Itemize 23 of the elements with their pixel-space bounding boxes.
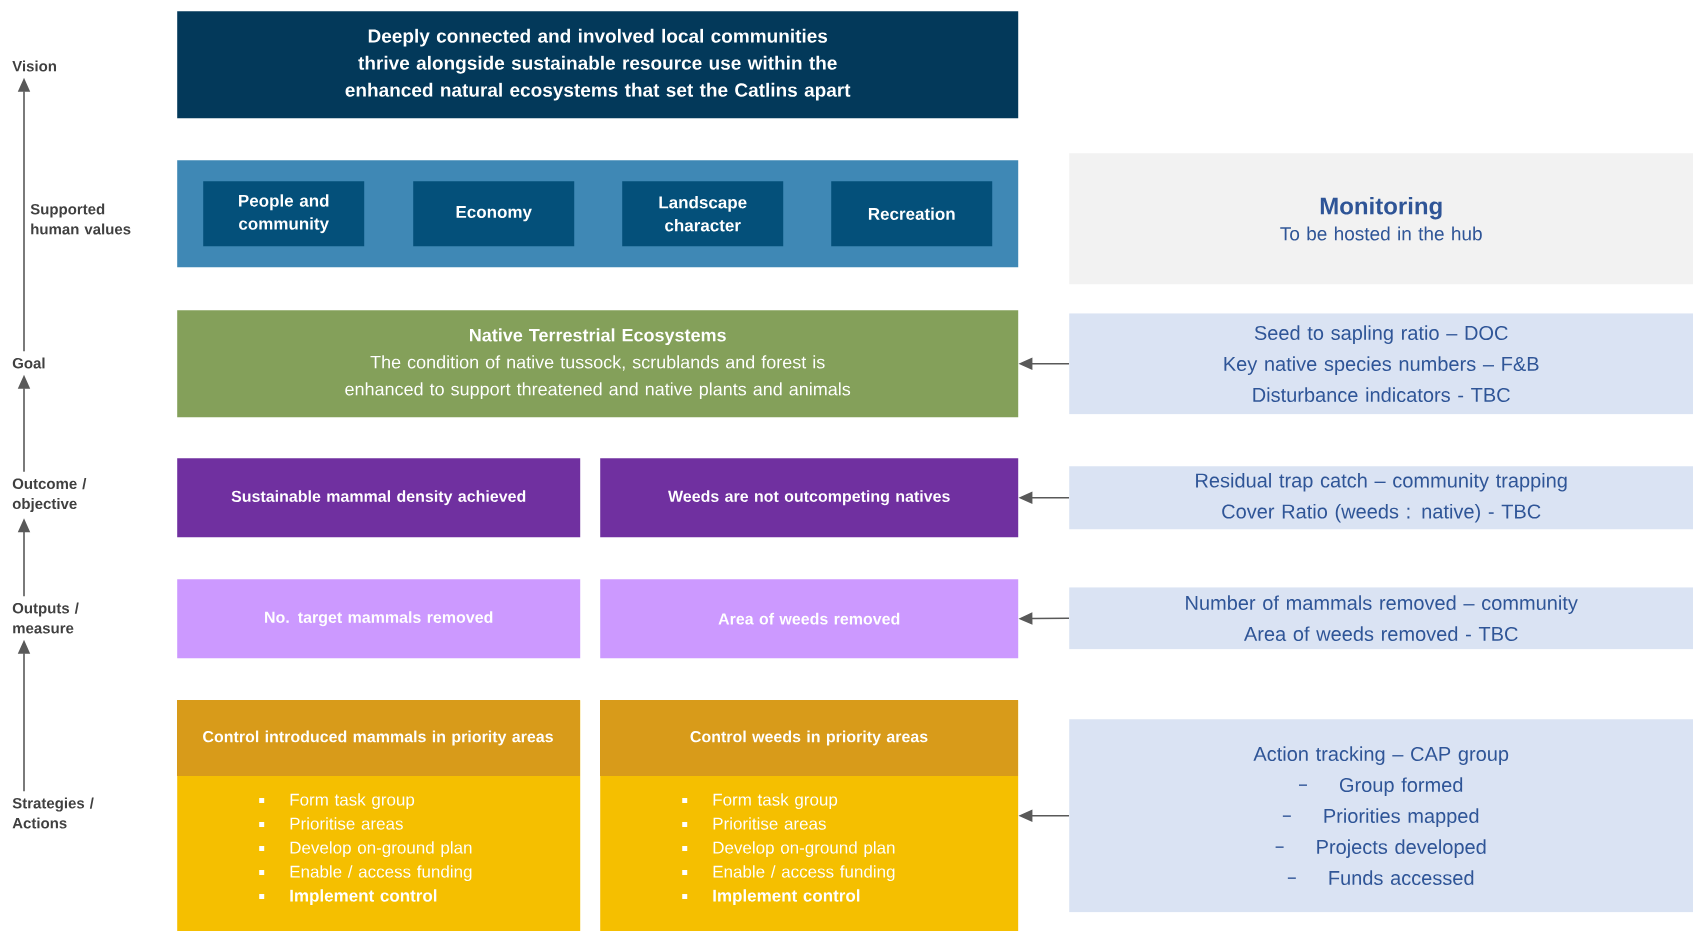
indicator-box: Number of mammals removed – community Area of weeds removed - TBC [1069, 587, 1693, 650]
outcome-box: Weeds are not outcompeting natives [600, 458, 1019, 538]
strategy-card: Control introduced mammals in priority areas Form task group Prioritise areas Develop on-ground plan Enable / access funding Implement control [177, 700, 581, 931]
level-label: Supported human values [30, 203, 131, 235]
level-label: Goal [12, 357, 45, 369]
output-box: No. target mammals removed [177, 579, 581, 659]
value-box: Landscape character [622, 181, 784, 247]
outcome-box: Sustainable mammal density achieved [177, 458, 581, 538]
value-box: Recreation [831, 181, 993, 247]
goal-box: Native Terrestrial Ecosystems The condition of native tussock, scrublands and forest is enhanced to support threatened and native plants and animals [177, 310, 1019, 418]
level-label: Outputs / measure [12, 602, 79, 634]
value-box: Economy [413, 181, 575, 247]
indicator-box: Action tracking – CAP group Group formed Priorities mapped Projects developed Funds accessed [1069, 719, 1693, 913]
indicator-box: Residual trap catch – community trapping Cover Ratio (weeds : native) - TBC [1069, 466, 1693, 530]
level-label: Outcome / objective [12, 478, 87, 512]
strategy-card: Control weeds in priority areas Form task group Prioritise areas Develop on-ground plan Enable / access funding Implement control [600, 700, 1019, 931]
level-label: Strategies / Actions [12, 797, 94, 829]
value-box: People and community [203, 181, 365, 247]
output-box: Area of weeds removed [600, 579, 1019, 659]
level-label: Vision [12, 60, 56, 72]
monitoring-box: Monitoring To be hosted in the hub [1069, 153, 1693, 285]
indicator-box: Seed to sapling ratio – DOC Key native species numbers – F&B Disturbance indicators - TBC [1069, 313, 1693, 415]
vision-box: Deeply connected and involved local communities thrive alongside sustainable resource use within the enhanced natural ecosystems that set the Catlins apart [177, 11, 1019, 119]
